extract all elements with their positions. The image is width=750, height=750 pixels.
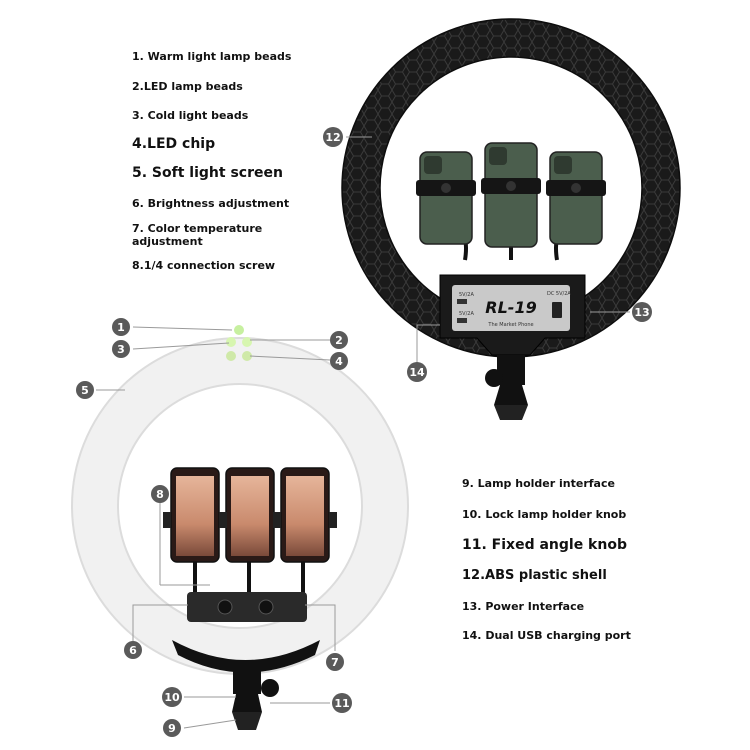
svg-text:2: 2 — [335, 334, 343, 347]
legend-item-1: 1. Warm light lamp beads — [132, 50, 292, 63]
soft-light-screen — [72, 338, 408, 674]
badge-1: 1 — [112, 318, 130, 336]
usb-port-2 — [457, 318, 467, 323]
badges: 1 3 2 4 5 8 6 7 10 9 11 12 13 14 — [76, 127, 652, 737]
usb-port-1 — [457, 299, 467, 304]
badge-10: 10 — [162, 687, 182, 707]
phone-center — [484, 142, 538, 248]
svg-text:5: 5 — [81, 384, 89, 397]
svg-text:6: 6 — [129, 644, 137, 657]
legend-item-5: 5. Soft light screen — [132, 165, 283, 181]
badge-7: 7 — [326, 653, 344, 671]
bottom-mount — [232, 664, 279, 730]
badge-12: 12 — [323, 127, 343, 147]
svg-text:8: 8 — [156, 488, 164, 501]
legend-item-14: 14. Dual USB charging port — [462, 629, 631, 642]
svg-text:4: 4 — [335, 355, 343, 368]
badge-13: 13 — [632, 302, 652, 322]
legend-item-9: 9. Lamp holder interface — [462, 477, 615, 490]
legend-item-8: 8.1/4 connection screw — [132, 259, 276, 272]
legend-item-10: 10. Lock lamp holder knob — [462, 508, 627, 521]
bottom-phone-holders — [163, 467, 337, 596]
svg-text:12: 12 — [325, 131, 340, 144]
badge-8: 8 — [151, 485, 169, 503]
badge-14: 14 — [407, 362, 427, 382]
badge-4: 4 — [330, 352, 348, 370]
svg-text:14: 14 — [409, 366, 425, 379]
svg-text:11: 11 — [334, 697, 349, 710]
legend-item-7: 7. Color temperature — [132, 222, 263, 235]
badge-11: 11 — [332, 693, 352, 713]
svg-text:The Market Phone: The Market Phone — [487, 322, 533, 328]
control-box-bottom — [172, 592, 320, 673]
svg-text:10: 10 — [164, 691, 180, 704]
badge-3: 3 — [112, 340, 130, 358]
control-box-top: RL-19 The Market Phone 5V/2A 5V/2A DC 5V… — [439, 274, 586, 356]
legend-item-6: 6. Brightness adjustment — [132, 197, 290, 210]
badge-2: 2 — [330, 331, 348, 349]
svg-text:13: 13 — [634, 306, 649, 319]
svg-text:5V/2A: 5V/2A — [459, 311, 474, 317]
top-mount — [485, 355, 528, 420]
leader-lines — [96, 136, 630, 729]
badge-9: 9 — [163, 719, 181, 737]
svg-text:1: 1 — [117, 321, 125, 334]
legend-item-12: 12.ABS plastic shell — [462, 568, 607, 583]
brightness-knob — [217, 599, 233, 615]
legend-item-4: 4.LED chip — [132, 136, 216, 152]
svg-text:3: 3 — [117, 343, 125, 356]
legend-item-11: 11. Fixed angle knob — [462, 537, 627, 553]
color-temp-knob — [258, 599, 274, 615]
phone-right — [549, 151, 603, 245]
black-ring-light: RL-19 The Market Phone 5V/2A 5V/2A DC 5V… — [341, 18, 681, 420]
white-ring-light — [71, 325, 409, 730]
badge-6: 6 — [124, 641, 142, 659]
power-interface — [552, 302, 562, 318]
svg-text:9: 9 — [168, 722, 176, 735]
phone-left — [419, 151, 473, 245]
legend-item-3: 3. Cold light beads — [132, 109, 249, 122]
top-phone-holders — [416, 142, 606, 261]
svg-text:7: 7 — [331, 656, 339, 669]
legend-item-2: 2.LED lamp beads — [132, 80, 243, 93]
svg-text:DC 5V/2A: DC 5V/2A — [547, 291, 571, 297]
model-label: RL-19 — [485, 298, 536, 317]
legend-item-13: 13. Power Interface — [462, 600, 585, 613]
badge-5: 5 — [76, 381, 94, 399]
legend-item-7-cont: adjustment — [132, 235, 203, 248]
led-beads — [226, 325, 252, 361]
svg-text:5V/2A: 5V/2A — [459, 292, 474, 298]
